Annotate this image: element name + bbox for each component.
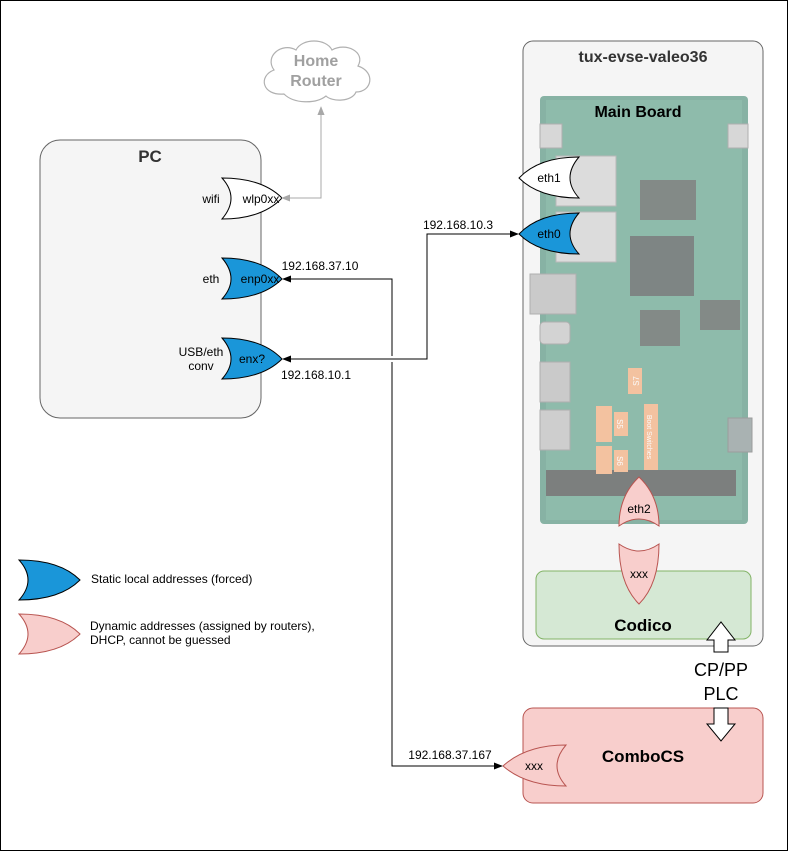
- iface-enp0xx[interactable]: enp0xx: [220, 257, 283, 300]
- silk-s7: S7: [632, 376, 641, 386]
- cloud-shape: [263, 40, 371, 103]
- ip-eth0: 192.168.10.3: [423, 218, 493, 232]
- plc-label-line2: PLC: [703, 684, 738, 704]
- wifi-label: wifi: [201, 192, 219, 206]
- iface-eth1[interactable]: eth1: [518, 156, 581, 199]
- eth-label: eth: [203, 272, 220, 286]
- enx-label: enx?: [239, 352, 265, 366]
- plc-label-bg: [686, 653, 756, 707]
- eth1-shape: [518, 156, 581, 199]
- eth0-shape: [518, 212, 581, 255]
- cloud-label-line2: Router: [290, 73, 342, 90]
- silk-s5: S5: [615, 419, 624, 429]
- codico-title: Codico: [614, 616, 672, 635]
- iface-codico-port[interactable]: xxx: [618, 543, 660, 605]
- cloud-label-line1: Home: [294, 53, 339, 70]
- legend-dynamic-text-line2: DHCP, cannot be guessed: [90, 633, 231, 647]
- enp0xx-shape: [220, 257, 283, 300]
- enx-shape: [220, 337, 283, 380]
- silk-s5-box: [614, 412, 628, 436]
- top-usb: [539, 123, 563, 149]
- eth2-shape: [618, 476, 660, 527]
- combocs-port-label: xxx: [525, 759, 543, 773]
- legend-dynamic-swatch: [17, 613, 81, 655]
- pc-title: PC: [138, 147, 162, 166]
- connectors: [281, 106, 519, 770]
- silk-s7-box: [628, 368, 642, 394]
- combocs-container: ComboCS: [522, 707, 764, 804]
- codico-port-shape: [618, 543, 660, 605]
- legend-static-swatch: [17, 559, 81, 601]
- ram-chip: [640, 180, 696, 220]
- silk-s6: S6: [615, 456, 624, 466]
- iface-combocs-port[interactable]: xxx: [502, 744, 568, 787]
- wlp0xx-label: wlp0xx: [242, 192, 280, 206]
- ip-enp0xx: 192.168.37.10: [282, 259, 359, 273]
- silk-boot: Boot Switches: [645, 415, 652, 460]
- usb-port: [529, 273, 577, 315]
- board-title: tux-evse-valeo36: [579, 49, 708, 66]
- usb-label-line2: conv: [188, 359, 213, 373]
- usb-label-line1: USB/eth: [179, 345, 224, 359]
- ip-enx: 192.168.10.1: [281, 368, 351, 382]
- legend-static-text: Static local addresses (forced): [91, 572, 252, 586]
- iface-wlp0xx[interactable]: wlp0xx: [220, 177, 283, 220]
- top-usb-right: [727, 123, 749, 149]
- emmc-chip: [700, 300, 740, 330]
- terminal-block: [727, 417, 753, 453]
- pmic-chip: [640, 310, 680, 346]
- eth1-label: eth1: [537, 171, 561, 185]
- home-router-cloud[interactable]: Home Router: [263, 40, 371, 103]
- ip-combocs: 192.168.37.167: [408, 748, 492, 762]
- combocs-title: ComboCS: [602, 747, 684, 766]
- legend: Static local addresses (forced) Dynamic …: [17, 559, 315, 655]
- silk-s6-box: [614, 450, 628, 472]
- soc-chip: [630, 236, 694, 296]
- silk-boot-box: [644, 404, 658, 470]
- sd-slot: [539, 409, 571, 451]
- pc-container: PC wifi eth USB/eth conv: [39, 139, 262, 419]
- main-board-title: Main Board: [594, 104, 681, 121]
- usb-c-port: [539, 321, 571, 345]
- plc-arrow-up: [705, 621, 737, 653]
- dip-switch-s5: [596, 406, 612, 442]
- iface-enx[interactable]: enx?: [220, 337, 283, 380]
- dip-switch-s6: [596, 446, 612, 474]
- plc-arrow-down: [705, 707, 737, 742]
- wifi-to-router-link: [281, 106, 325, 202]
- enp-to-combocs-link: [282, 275, 503, 770]
- enp0xx-label: enp0xx: [241, 272, 280, 286]
- combocs-port-shape: [502, 744, 568, 787]
- plc-label-line1: CP/PP: [694, 660, 748, 680]
- wlp0xx-shape: [220, 177, 283, 220]
- legend-dynamic-text-line1: Dynamic addresses (assigned by routers),: [90, 619, 315, 633]
- eth0-label: eth0: [537, 227, 561, 241]
- plc-link: CP/PP PLC: [686, 621, 756, 742]
- iface-eth2[interactable]: eth2: [618, 476, 660, 527]
- board-container: tux-evse-valeo36 S7 S5: [522, 40, 764, 647]
- hdmi-port: [539, 361, 571, 403]
- iface-eth0[interactable]: eth0: [518, 212, 581, 255]
- codico-port-label: xxx: [630, 567, 648, 581]
- eth2-label: eth2: [627, 502, 651, 516]
